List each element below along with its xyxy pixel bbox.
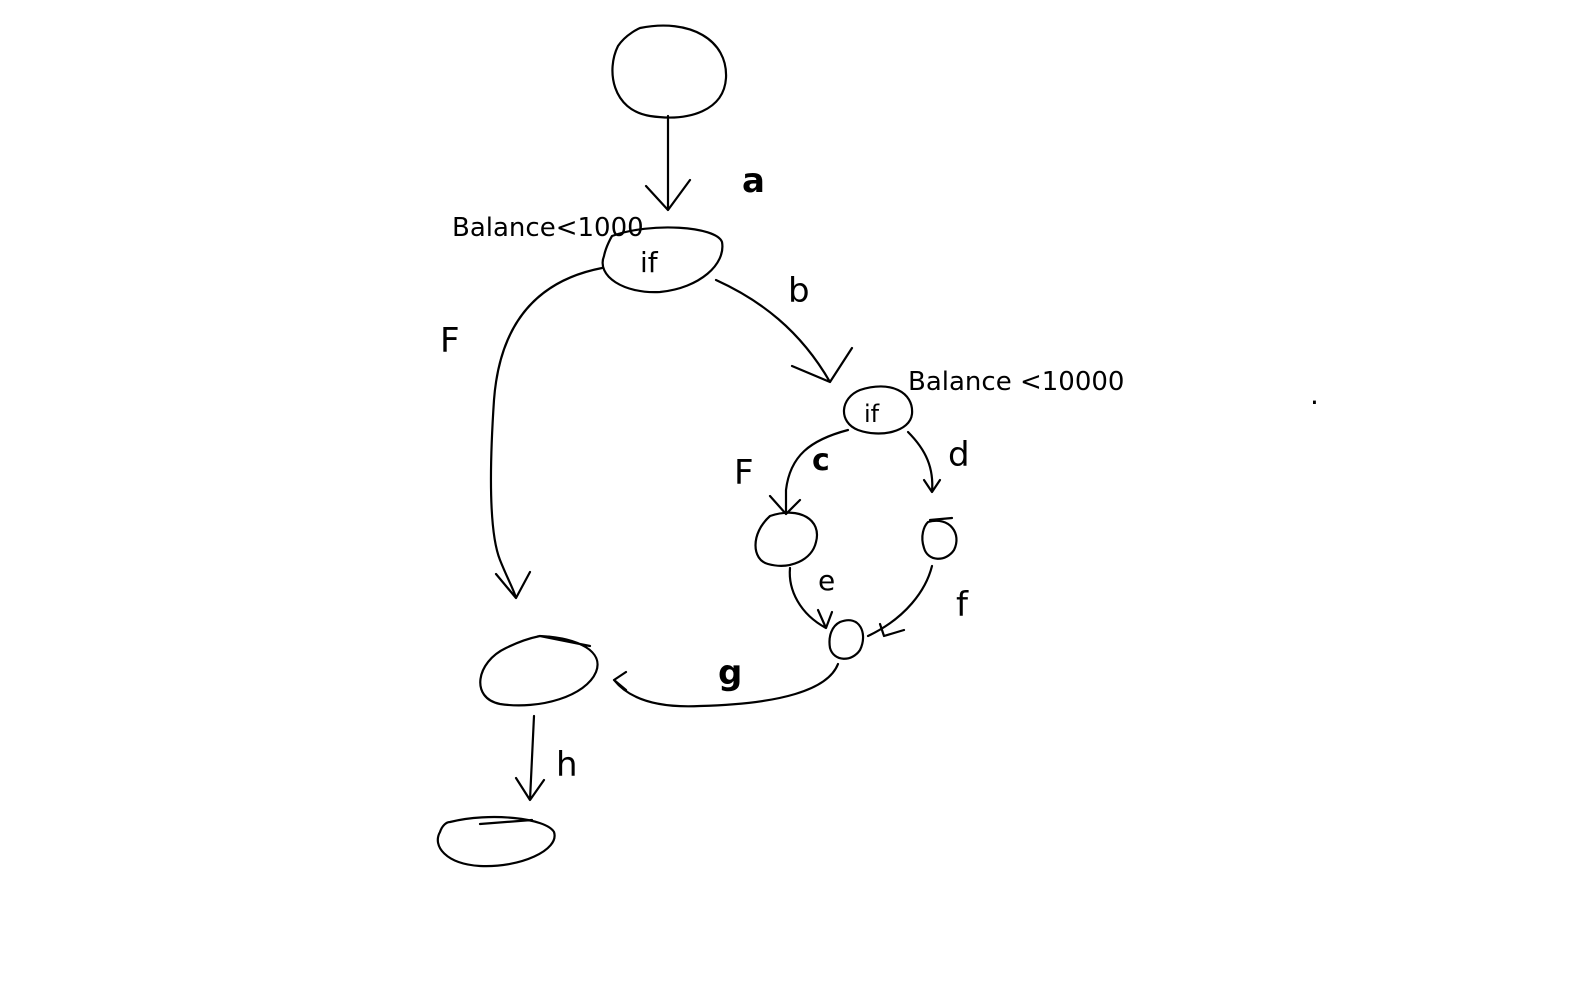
edge-a [644,114,692,212]
if2-condition: Balance <10000 [908,367,1124,397]
join-node [828,619,865,660]
start-node [611,24,728,119]
merge-node [479,634,599,707]
edge-f-label: f [956,585,969,625]
edge-c [768,428,850,516]
edge-F-left [489,266,604,600]
edge-h-label: h [556,745,578,785]
edge-F-right-label: F [734,453,754,493]
if1-label: if [640,246,659,279]
edge-g [612,662,840,708]
block-left [754,511,819,567]
edge-d [906,430,942,494]
edge-e [788,566,834,630]
if2-node [842,385,914,435]
edge-h [514,714,546,802]
edge-F-left-label: F [440,321,460,361]
edge-d-label: d [948,435,970,475]
if2-label: if [864,400,880,428]
edge-b [714,278,854,384]
end-node [436,815,556,868]
edge-f [866,564,934,638]
edge-c-label: c [812,443,830,478]
edge-a-label: a [742,161,765,201]
stray-mark: . [1310,378,1319,411]
if1-node [601,226,724,294]
edge-e-label: e [818,564,835,597]
edge-b-label: b [788,271,810,311]
edge-g-label: g [718,653,742,693]
block-right [921,516,958,560]
if1-condition: Balance<1000 [452,213,644,243]
